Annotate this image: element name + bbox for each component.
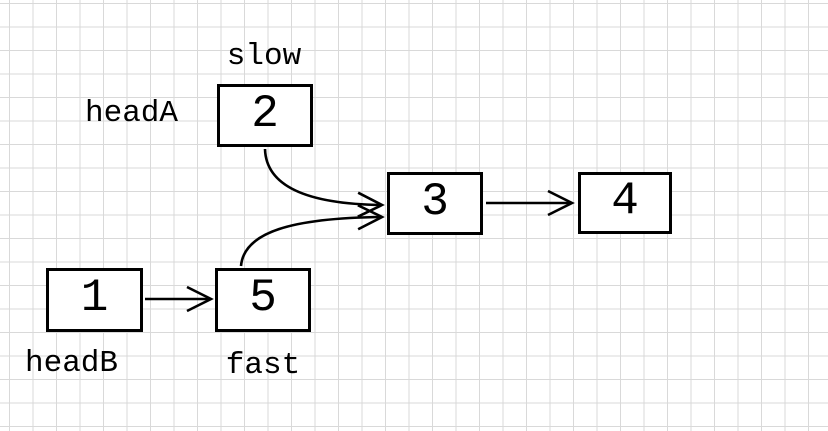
list-node-1: 1 xyxy=(46,268,143,332)
node-value: 2 xyxy=(251,87,279,140)
pointer-label-headB: headB xyxy=(25,346,119,381)
pointer-label-headA: headA xyxy=(85,96,179,131)
arrow-5-to-3 xyxy=(239,204,385,267)
pointer-label-slow: slow xyxy=(226,39,302,74)
list-node-2: 2 xyxy=(217,84,313,147)
list-node-4: 4 xyxy=(578,172,672,234)
node-value: 1 xyxy=(80,272,109,324)
node-value: 4 xyxy=(611,175,639,227)
node-value: 5 xyxy=(249,272,277,324)
arrow-2-to-3 xyxy=(263,148,385,218)
pointer-label-fast: fast xyxy=(225,348,301,383)
node-value: 3 xyxy=(421,175,449,228)
list-node-5: 5 xyxy=(215,268,311,332)
list-node-3: 3 xyxy=(387,172,483,235)
